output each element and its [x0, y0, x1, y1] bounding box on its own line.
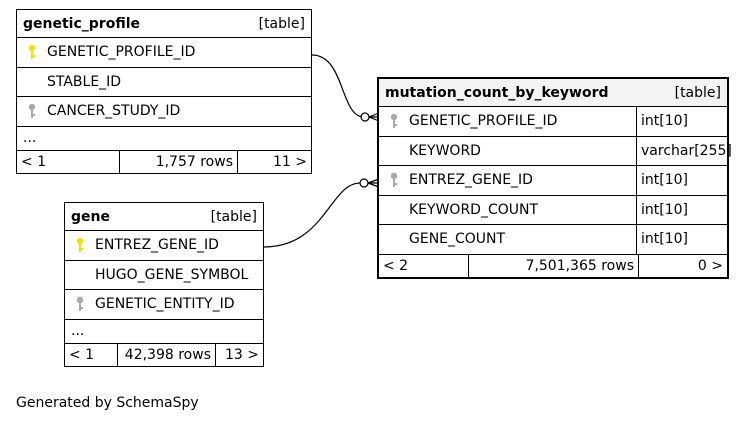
table-type: [table] — [674, 84, 721, 101]
column-name: KEYWORD_COUNT — [409, 201, 539, 218]
table-type: [table] — [258, 15, 305, 32]
edge-gene-to-mutation — [263, 182, 361, 248]
table-gene[interactable]: gene [table] ENTREZ_GENE_ID HUGO_GENE_SY… — [64, 202, 264, 367]
column-name: ENTREZ_GENE_ID — [95, 237, 219, 254]
column-datatype: int[10] — [636, 195, 727, 224]
column-row: ENTREZ_GENE_ID int[10] — [379, 166, 727, 196]
generated-by-credit: Generated by SchemaSpy — [16, 395, 199, 411]
primary-key-icon — [23, 43, 41, 61]
column-name: KEYWORD — [409, 142, 481, 159]
children-count[interactable]: 0 > — [638, 254, 727, 277]
table-footer: < 1 42,398 rows 13 > — [65, 343, 263, 366]
column-name: CANCER_STUDY_ID — [47, 103, 181, 120]
column-row: STABLE_ID — [17, 68, 311, 97]
primary-key-icon — [71, 236, 89, 254]
column-name: ENTREZ_GENE_ID — [409, 172, 533, 189]
foreign-key-icon — [385, 112, 403, 130]
column-row: GENETIC_PROFILE_ID int[10] — [379, 107, 727, 137]
table-name: gene — [71, 208, 110, 225]
column-datatype: int[10] — [636, 107, 727, 136]
table-type: [table] — [210, 208, 257, 225]
row-count: 7,501,365 rows — [468, 254, 638, 277]
row-count: 42,398 rows — [117, 343, 215, 366]
more-columns: ... — [17, 127, 311, 151]
column-row: GENETIC_PROFILE_ID — [17, 38, 311, 68]
table-name: mutation_count_by_keyword — [385, 84, 609, 101]
table-name: genetic_profile — [23, 15, 140, 32]
edge-end-circle — [360, 112, 370, 122]
column-datatype: int[10] — [636, 166, 727, 195]
column-name: GENETIC_ENTITY_ID — [95, 296, 235, 313]
column-datatype: int[10] — [636, 225, 727, 254]
column-name: HUGO_GENE_SYMBOL — [95, 266, 249, 283]
column-row: ENTREZ_GENE_ID — [65, 231, 263, 261]
column-row: KEYWORD varchar[255] — [379, 136, 732, 166]
table-genetic-profile[interactable]: genetic_profile [table] GENETIC_PROFILE_… — [16, 9, 312, 174]
column-row: GENE_COUNT int[10] — [379, 225, 727, 255]
edge-end-circle — [359, 178, 369, 188]
foreign-key-icon — [71, 295, 89, 313]
table-header: mutation_count_by_keyword [table] — [379, 79, 727, 107]
table-footer: < 2 7,501,365 rows 0 > — [379, 254, 727, 277]
column-row: KEYWORD_COUNT int[10] — [379, 195, 727, 225]
column-name: STABLE_ID — [47, 73, 122, 90]
edge-genetic-profile-to-mutation — [311, 54, 365, 118]
foreign-key-icon — [23, 102, 41, 120]
table-header: gene [table] — [65, 203, 263, 231]
column-row: GENETIC_ENTITY_ID — [65, 290, 263, 320]
parents-count[interactable]: < 1 — [69, 346, 95, 363]
column-name: GENE_COUNT — [409, 231, 506, 248]
column-datatype: varchar[255] — [636, 136, 732, 165]
table-footer: < 1 1,757 rows 11 > — [17, 150, 311, 173]
parents-count[interactable]: < 1 — [21, 153, 47, 170]
column-name: GENETIC_PROFILE_ID — [47, 44, 196, 61]
parents-count[interactable]: < 2 — [383, 257, 409, 274]
column-name: GENETIC_PROFILE_ID — [409, 113, 558, 130]
children-count[interactable]: 11 > — [237, 150, 311, 173]
more-columns: ... — [65, 320, 263, 344]
column-row: CANCER_STUDY_ID — [17, 97, 311, 127]
children-count[interactable]: 13 > — [215, 343, 263, 366]
column-row: HUGO_GENE_SYMBOL — [65, 261, 263, 290]
table-header: genetic_profile [table] — [17, 10, 311, 38]
table-mutation-count-by-keyword[interactable]: mutation_count_by_keyword [table] GENETI… — [377, 77, 732, 279]
row-count: 1,757 rows — [119, 150, 237, 173]
foreign-key-icon — [385, 171, 403, 189]
